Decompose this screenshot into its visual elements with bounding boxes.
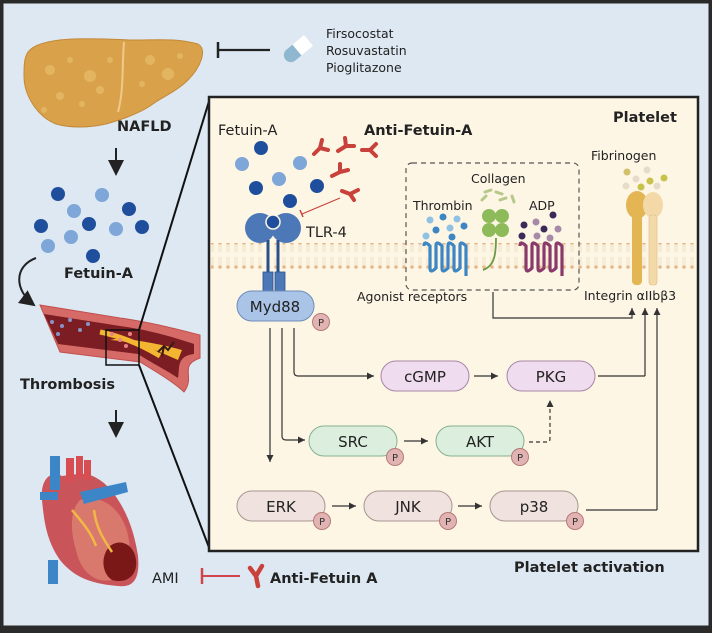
cgmp-node: cGMP xyxy=(380,360,470,392)
tlr-4-label: TLR-4 xyxy=(305,225,347,241)
jnk-node: JNK P xyxy=(363,490,457,530)
dashed-arrow-akt-to-pkg xyxy=(529,400,554,443)
fetuin-a-label-left: Fetuin-A xyxy=(64,266,134,282)
collagen-receptor xyxy=(482,209,509,271)
fetuin-a-molecules-platelet xyxy=(235,141,324,208)
curved-arrow-to-vessel xyxy=(18,257,37,307)
arrow-myd88-to-src xyxy=(281,328,305,444)
antibody-inhibition-line xyxy=(301,197,341,215)
drug-rosuvastatin: Rosuvastatin xyxy=(326,43,407,58)
src-node: SRC P xyxy=(308,425,404,466)
anti-fetuin-antibodies xyxy=(312,136,378,202)
zoom-connector-top xyxy=(138,97,211,331)
thrombosis-label: Thrombosis xyxy=(20,377,115,393)
drug-firsocostat: Firsocostat xyxy=(326,26,394,41)
adp-label: ADP xyxy=(529,198,555,213)
pkg-label: PKG xyxy=(536,368,567,386)
integrin-receptor xyxy=(626,191,663,286)
heart-icon xyxy=(40,456,139,587)
akt-label: AKT xyxy=(466,433,495,451)
src-label: SRC xyxy=(338,433,368,451)
p38-phospho: P xyxy=(572,517,578,528)
myd88-phospho: P xyxy=(318,318,324,329)
drug-pioglitazone: Pioglitazone xyxy=(326,60,402,75)
fibrinogen-label: Fibrinogen xyxy=(591,148,656,163)
arrow-agonist-to-integrin xyxy=(492,292,636,319)
cgmp-label: cGMP xyxy=(404,368,446,386)
antibody-icon xyxy=(247,563,265,589)
pkg-node: PKG xyxy=(506,360,596,392)
thrombin-molecules xyxy=(422,213,468,241)
erk-label: ERK xyxy=(266,498,297,516)
arrow-myd88-to-cgmp xyxy=(293,328,374,380)
zoom-connector-bottom xyxy=(138,364,211,551)
collagen-label: Collagen xyxy=(471,171,526,186)
platelet-activation-label: Platelet activation xyxy=(514,560,665,576)
erk-phospho: P xyxy=(319,517,325,528)
antibody-inhibition-tick xyxy=(299,209,304,218)
agonist-receptors-box xyxy=(405,162,580,291)
ami-inhibition-line xyxy=(200,568,240,584)
thrombin-receptor xyxy=(422,241,468,276)
fetuin-a-molecules xyxy=(34,187,149,263)
integrin-label: Integrin αIIbβ3 xyxy=(584,288,676,303)
nafld-label: NAFLD xyxy=(117,119,172,135)
platelet-panel xyxy=(207,95,700,553)
myd88-node: Myd88 P xyxy=(236,290,330,331)
tlr-4-receptor xyxy=(245,213,301,295)
akt-node: AKT P xyxy=(435,425,529,466)
pill-icon xyxy=(283,34,313,63)
jnk-label: JNK xyxy=(394,498,422,516)
liver-icon xyxy=(23,38,203,128)
akt-phospho: P xyxy=(517,453,523,464)
ami-label: AMI xyxy=(152,571,179,587)
zoom-region-box xyxy=(105,329,140,366)
jnk-phospho: P xyxy=(445,517,451,528)
myd88-label: Myd88 xyxy=(250,298,300,316)
drug-inhibition-line xyxy=(216,42,270,58)
p38-node: p38 P xyxy=(489,490,584,530)
platelet-title: Platelet xyxy=(613,110,677,126)
adp-molecules xyxy=(518,211,562,242)
agonist-receptors-label: Agonist receptors xyxy=(357,289,467,304)
src-phospho: P xyxy=(392,453,398,464)
p38-label: p38 xyxy=(520,498,549,516)
anti-fetuin-a-label-platelet: Anti-Fetuin-A xyxy=(364,123,473,139)
fibrinogen-molecules xyxy=(622,166,668,191)
collagen-molecules xyxy=(480,188,516,204)
thrombin-label: Thrombin xyxy=(412,198,473,213)
erk-node: ERK P xyxy=(236,490,331,530)
anti-fetuin-a-label-bottom: Anti-Fetuin A xyxy=(270,571,378,587)
adp-receptor xyxy=(518,241,564,276)
fetuin-a-label-platelet: Fetuin-A xyxy=(218,123,277,139)
